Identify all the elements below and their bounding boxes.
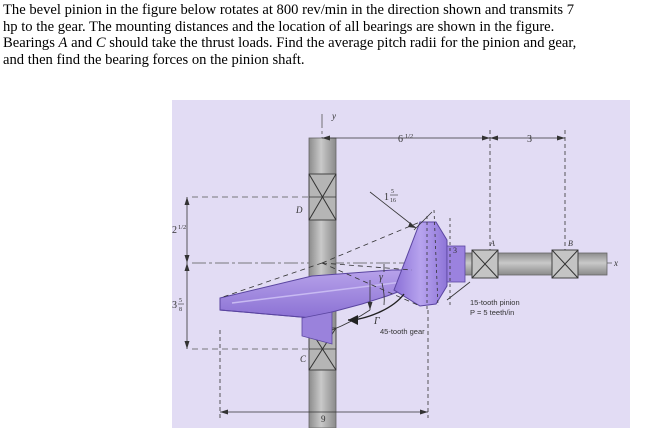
label-bearing-a: A [489,239,495,248]
dim-left-lower-den: 8 [179,307,182,313]
bearing-a [471,249,499,279]
problem-line-3: Bearings A and C should take the thrust … [3,35,577,52]
dim-left-lower: 3 [172,300,177,311]
dim-small-num: 5 [391,189,394,195]
dim-pinion-width: 3 [453,246,457,255]
bearing-d [308,173,337,221]
dim-small-den: 16 [390,198,396,204]
label-pitch-angle-pinion: γ [379,272,384,283]
y-axis-label: y [331,111,336,121]
dim-left-upper-frac: 1/2 [178,224,186,231]
dimension-lines [186,130,566,418]
label-pitch-angle-gear: Γ [373,316,380,327]
label-bearing-b: B [568,239,573,248]
label-bearing-c: C [300,354,307,364]
dim-left-upper: 2 [172,225,177,236]
dim-bottom: 9 [321,414,326,424]
dim-top-whole: 6 [398,134,403,145]
pinion-label: 15-tooth pinion [470,298,520,307]
problem-line-1: The bevel pinion in the figure below rot… [3,2,575,18]
dim-small-whole: 1 [384,192,389,203]
rotation-arrowhead [348,315,358,325]
bevel-pinion [393,221,466,307]
bevel-gear-figure: y x 6 1/2 3 1 5 16 2 1/2 3 5 8 9 3 D C A… [172,100,630,428]
problem-line-2: hp to the gear. The mounting distances a… [3,18,555,35]
dim-right: 3 [527,134,532,145]
problem-line-4: and then find the bearing forces on the … [3,51,305,68]
bearing-b [551,249,579,279]
pinion-pitch-label: P = 5 teeth/in [470,308,514,317]
pitch-cone-lines [219,221,421,307]
dim-left-lower-num: 5 [179,298,182,304]
dim-top-frac: 1/2 [405,133,413,140]
gear-label: 45-tooth gear [380,327,425,336]
dimension-arrows [184,135,565,415]
x-axis-label: x [613,258,618,268]
label-bearing-d: D [295,205,303,215]
figure-canvas: y x 6 1/2 3 1 5 16 2 1/2 3 5 8 9 3 D C A… [172,100,630,428]
problem-statement: The bevel pinion in the figure below rot… [3,2,655,68]
